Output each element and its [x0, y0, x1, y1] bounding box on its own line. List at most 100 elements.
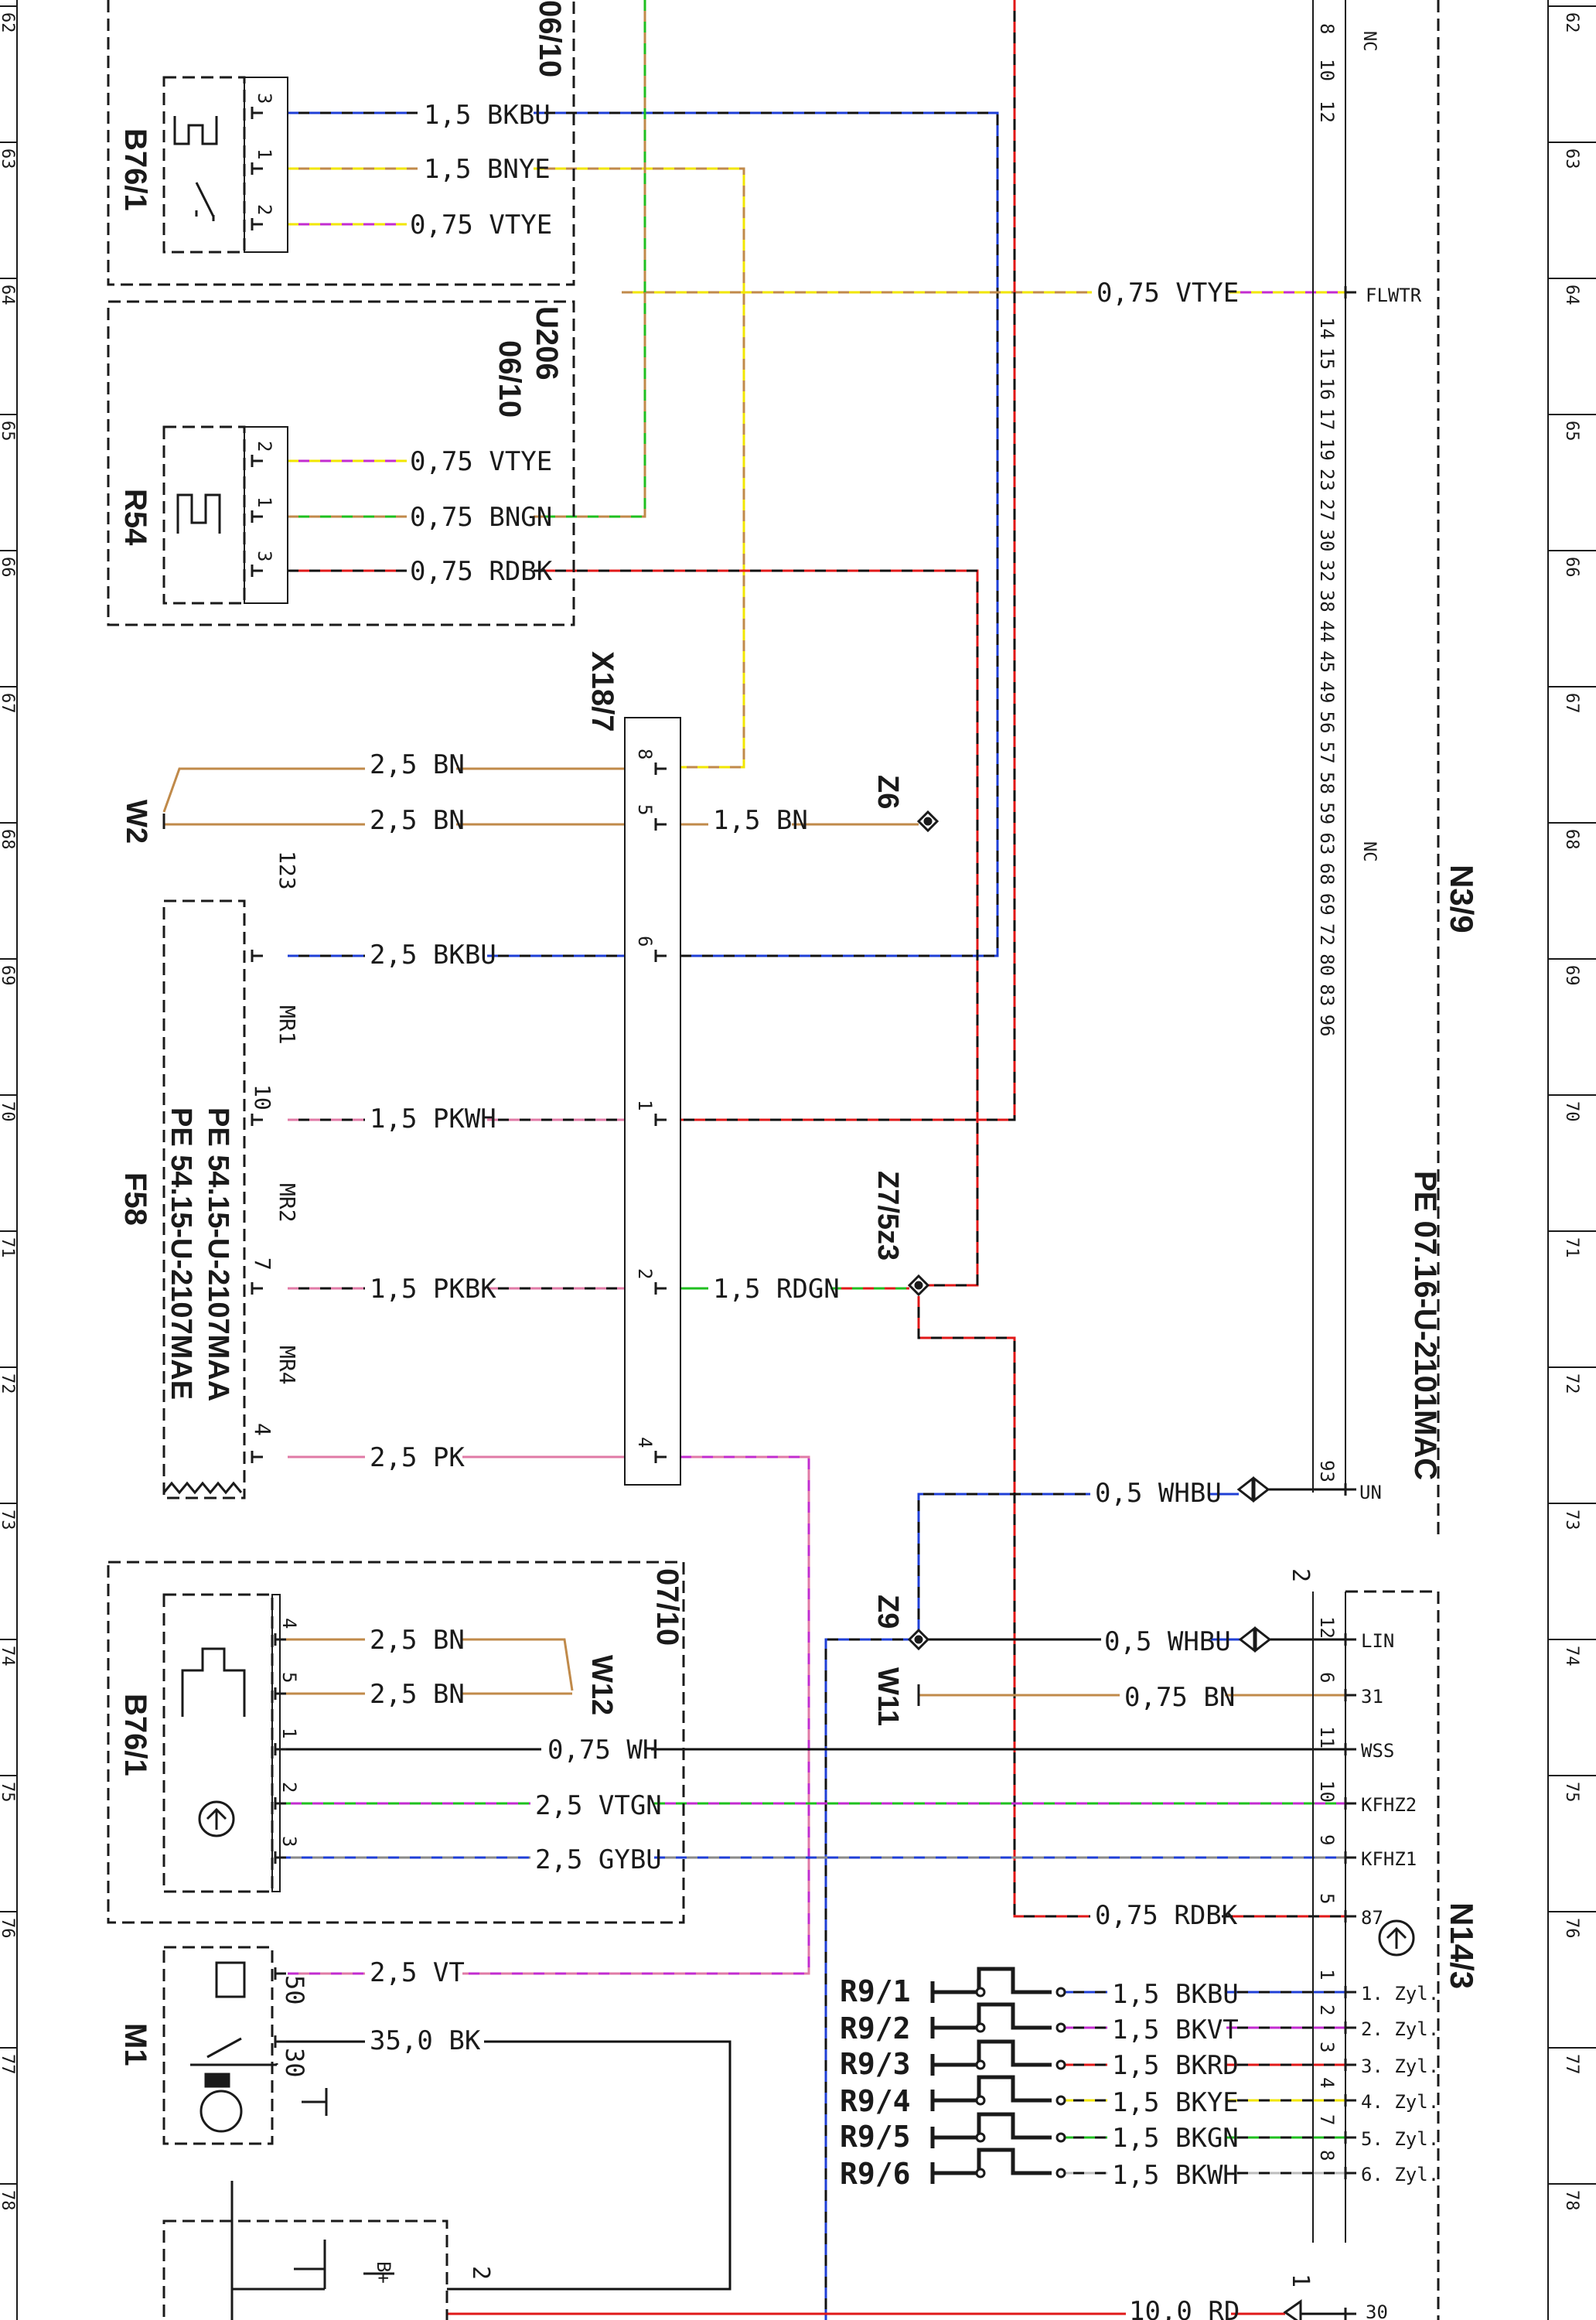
wire-w25b	[462, 1455, 810, 1975]
grid-row-label: 66	[0, 557, 17, 578]
grid-row-label: 76	[0, 1918, 17, 1939]
bottom-block-box	[162, 2219, 448, 2320]
r54-name: R54	[118, 489, 152, 546]
grid-row-label: 74	[1562, 1646, 1581, 1667]
pin-tick	[274, 1633, 286, 1646]
wire-label-w22: 2,5 VTGN	[535, 1790, 662, 1821]
n14-pin-label: 3. Zyl.	[1361, 2056, 1439, 2077]
n3-nc-top: NC	[1359, 31, 1379, 52]
glow-plug-terminal	[1055, 2022, 1066, 2033]
component-internals	[162, 116, 1415, 2320]
pin-tick	[251, 1451, 263, 1463]
pin-number: 3	[278, 1836, 300, 1847]
pin-number: 9	[1316, 1834, 1338, 1845]
component-boxes	[107, 0, 1440, 2320]
bottom-block-pin: 2	[467, 2266, 494, 2280]
plug-flwtr-symbol	[1236, 1476, 1270, 1503]
junctions	[907, 810, 940, 1651]
pin-tick	[1344, 2131, 1356, 2144]
n14-top-pin: 2	[1287, 1568, 1314, 1582]
wire-label-w14: 1,5 RDGN	[713, 1274, 840, 1305]
pin-number: 5	[634, 804, 656, 815]
wire-label-w25: 2,5 VT	[370, 1957, 465, 1988]
pin-number: 44	[1316, 620, 1338, 643]
wire-w1b	[534, 111, 999, 957]
n14-pin-label: 4. Zyl.	[1361, 2091, 1439, 2113]
bottom-block-circuit	[230, 2181, 394, 2320]
n14-pin-label: LIN	[1361, 1630, 1394, 1652]
ref-u206-c: 06/10	[493, 340, 527, 418]
pin-number: 17	[1316, 408, 1338, 431]
wire-w24a-stripe	[917, 1296, 1090, 1918]
pin-tick	[274, 2035, 286, 2048]
frame	[16, 0, 1549, 2320]
pin-tick	[251, 455, 263, 467]
m1-name: M1	[118, 2023, 152, 2066]
pin-tick	[251, 1114, 263, 1126]
pin-number: 57	[1316, 742, 1338, 764]
pin-number: 1	[634, 1100, 656, 1111]
pin-tick	[274, 1743, 286, 1755]
pin-number: 16	[1316, 377, 1338, 400]
b76-top-switch-icon	[195, 182, 215, 221]
glow-plug-icon	[933, 2002, 1052, 2030]
pin-tick	[251, 510, 263, 523]
wire-label-w12: 1,5 PKWH	[370, 1104, 496, 1134]
glow-plug-icon	[933, 2075, 1052, 2103]
wire-label-g4: 1,5 BKYE	[1112, 2087, 1239, 2118]
pin-tick	[251, 950, 263, 962]
f58-box	[162, 899, 246, 1499]
wire-w12b-stripe	[680, 0, 1016, 1121]
pin-tick	[1344, 1851, 1356, 1864]
m1-motor-icon	[200, 2090, 243, 2133]
b76-bottom-outer-box	[107, 1561, 685, 1924]
grid-row-label: 76	[1562, 1918, 1581, 1939]
pin-number: 93	[1316, 1460, 1338, 1482]
x18-name: X18/7	[585, 651, 619, 732]
pin-tick	[274, 1967, 286, 1980]
f58-pin-123: 123	[275, 851, 300, 890]
f58-pin-mr4: MR4	[275, 1346, 300, 1385]
wire-label-w5: 0,75 VTYE	[410, 446, 552, 477]
pin-number: 12	[1316, 1616, 1338, 1639]
wire-label-w7: 0,75 RDBK	[410, 556, 553, 587]
glow-plug-terminal	[975, 2132, 986, 2143]
pin-number: 1	[1316, 1969, 1338, 1980]
r54-outer-box	[107, 300, 575, 626]
grid-row-label: 78	[1562, 2190, 1581, 2211]
wire-w2b	[534, 167, 745, 769]
f58-name: F58	[118, 1172, 152, 1226]
f58-pin-mr1: MR1	[275, 1005, 300, 1045]
m1-box	[162, 1946, 274, 2145]
f58-ref2: PE 54.15-U-2107MAE	[165, 1107, 197, 1400]
pin-number: 15	[1316, 347, 1338, 370]
glow-plug-symbols	[930, 1967, 1066, 2184]
n3-ref: PE 07.16-U-2101MAC	[1408, 1171, 1442, 1480]
pin-tick	[654, 1451, 667, 1463]
m1-switch-icon	[190, 2037, 278, 2066]
pin-number: 1	[254, 148, 275, 159]
grid-row-label: 71	[0, 1237, 17, 1258]
pin-number: 12	[1316, 101, 1338, 123]
wire-label-w8: 2,5 BN	[370, 749, 465, 780]
grid-row-label: 67	[1562, 693, 1581, 714]
pin-number: 2	[278, 1782, 300, 1793]
pin-tick	[1344, 1633, 1356, 1646]
pin-tick	[1344, 1743, 1356, 1755]
grid-row-label: 72	[0, 1373, 17, 1394]
wire-label-w10: 1,5 BN	[713, 805, 808, 836]
wire-w16a-stripe	[917, 1493, 1090, 1630]
pin-number: 49	[1316, 681, 1338, 703]
n14-pin-label: 2. Zyl.	[1361, 2018, 1439, 2040]
wire-label-w4: 0,75 VTYE	[1096, 278, 1239, 309]
pin-tick	[251, 107, 263, 119]
glow-plug-terminal	[1055, 2095, 1066, 2106]
grid-row-label: 74	[0, 1646, 17, 1667]
pin-number: 19	[1316, 438, 1338, 461]
pin-number: 68	[1316, 863, 1338, 885]
pin-number: 8	[1316, 23, 1338, 34]
n14-pin-label: 31	[1361, 1686, 1383, 1708]
n14-transistor-icon	[1378, 1919, 1415, 1957]
